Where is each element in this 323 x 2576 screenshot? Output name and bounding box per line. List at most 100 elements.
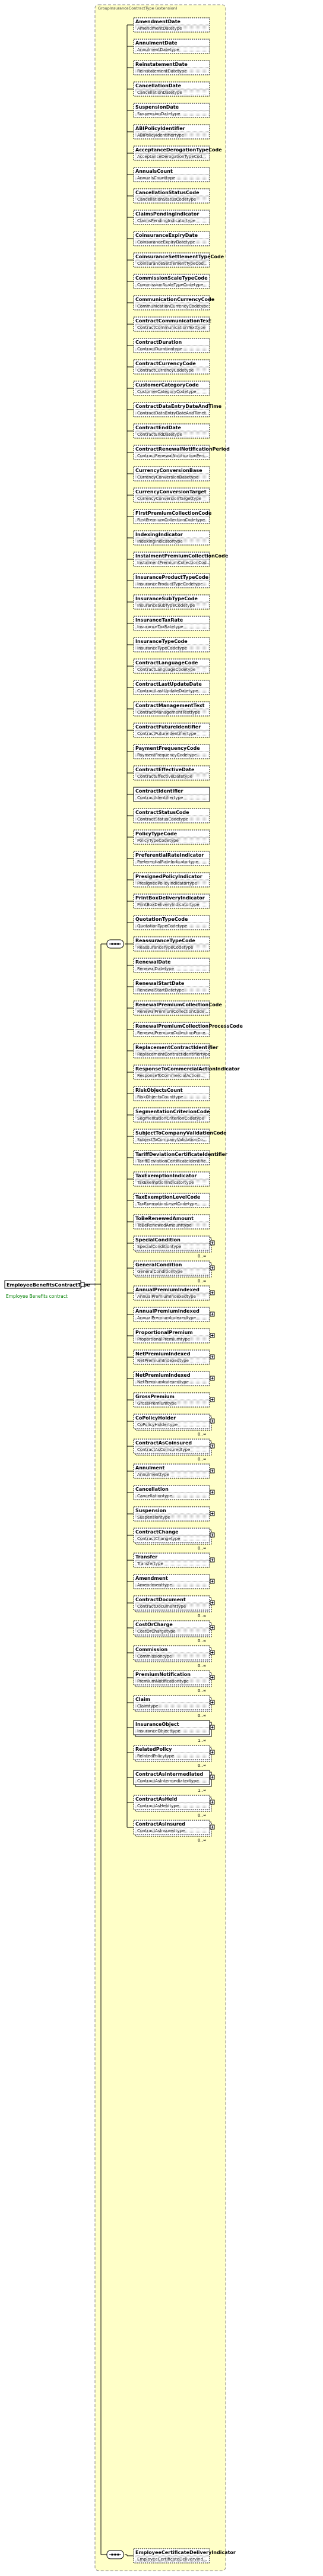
schema-element[interactable]: ContractEffectiveDateContractEffectiveDa… [127,765,210,781]
schema-element[interactable]: ContractAsInsuredContractAsInsuredtype0.… [127,1820,215,1843]
schema-element[interactable]: CustomerCategoryCodeCustomerCategoryCode… [127,381,210,396]
schema-element[interactable]: ContractCommunicationTextContractCommuni… [127,316,211,332]
schema-element[interactable]: CommunicationCurrencyCodeCommunicationCu… [127,295,215,310]
schema-element-type: InsuranceTaxRatetype [137,625,183,629]
schema-element[interactable]: ContractLastUpdateDateContractLastUpdate… [127,680,210,695]
schema-element[interactable]: ResponseToCommercialActionIndicatorRespo… [127,1064,240,1080]
schema-element[interactable]: CommissionScaleTypeCodeCommissionScaleTy… [127,274,210,289]
schema-element[interactable]: ABIPolicyIdentifierABIPolicyIdentifierty… [127,124,210,140]
schema-element[interactable]: TaxExemptionIndicatorTaxExemptionIndicat… [127,1171,210,1187]
schema-element-type: AnnualPremiumIndexedtype [137,1316,196,1320]
schema-element[interactable]: FirstPremiumCollectionCodeFirstPremiumCo… [127,509,212,524]
schema-element[interactable]: PremiumNotificationPremiumNotificationty… [127,1670,215,1693]
schema-element-type: Suspensiontype [137,1515,170,1520]
schema-element[interactable]: CurrencyConversionTargetCurrencyConversi… [127,487,210,503]
schema-element[interactable]: RenewalPremiumCollectionProcessCodeRenew… [127,1022,243,1037]
schema-element[interactable]: PaymentFrequencyCodePaymentFrequencyCode… [127,744,210,759]
schema-element[interactable]: ContractDataEntryDateAndTimeContractData… [127,402,222,417]
schema-element[interactable]: AcceptanceDerogationTypeCodeAcceptanceDe… [127,145,222,161]
schema-element[interactable]: PresignedPolicyIndicatorPresignedPolicyI… [127,872,210,888]
schema-element[interactable]: ContractAsIntermediatedContractAsInterme… [127,1770,215,1793]
schema-element[interactable]: ContractFutureIdentifierContractFutureId… [127,723,210,738]
schema-element[interactable]: ProportionalPremiumProportionalPremiumty… [127,1328,215,1344]
sequence-1-compositor-icon[interactable] [106,939,124,949]
schema-element[interactable]: InsuranceSubTypeCodeInsuranceSubTypeCode… [127,594,210,610]
schema-element[interactable]: SegmentationCriterionCodeSegmentationCri… [127,1107,210,1123]
schema-element-type-area [135,153,208,159]
schema-element[interactable]: PrintBoxDeliveryIndicatorPrintBoxDeliver… [127,893,210,909]
schema-element[interactable]: ContractLanguageCodeContractLanguageCode… [127,658,210,674]
schema-element[interactable]: ReassuranceTypeCodeReassuranceTypeCodety… [127,936,210,952]
schema-element-type-area [135,1072,208,1078]
schema-element[interactable]: CancellationStatusCodeCancellationStatus… [127,188,210,204]
schema-element[interactable]: RenewalPremiumCollectionCodeRenewalPremi… [127,1000,222,1016]
schema-element-name: InsuranceProductTypeCode [135,575,209,580]
schema-element[interactable]: EmployeeCertificateDeliveryIndicatorEmpl… [127,2548,236,2564]
schema-element[interactable]: TaxExemptionLevelCodeTaxExemptionLevelCo… [127,1193,210,1208]
compositor-dot [114,943,116,945]
schema-element[interactable]: ContractManagementTextContractManagement… [127,701,210,717]
schema-element-type-area [135,623,208,629]
schema-element[interactable]: ReplacementContractIdentifierReplacement… [127,1043,218,1059]
schema-element[interactable]: ClaimsPendingIndicatorClaimsPendingIndic… [127,210,210,225]
schema-element[interactable]: CoinsuranceExpiryDateCoinsuranceExpiryDa… [127,231,210,246]
schema-element[interactable]: AnnualPremiumIndexedAnnualPremiumIndexed… [127,1307,215,1322]
schema-element[interactable]: ContractAsCoinsuredContractAsCoinsuredty… [127,1438,215,1462]
schema-element[interactable]: AnnualPremiumIndexedAnnualPremiumIndexed… [127,1285,215,1301]
schema-element[interactable]: CoinsuranceSettlementTypeCodeCoinsurance… [127,252,224,268]
schema-element[interactable]: ContractRenewalNotificationPeriodContrac… [127,445,230,460]
schema-element[interactable]: ContractCurrencyCodeContractCurrencyCode… [127,359,210,375]
schema-element[interactable]: InsuranceProductTypeCodeInsuranceProduct… [127,573,210,588]
schema-element-name: CancellationStatusCode [135,190,200,195]
schema-element[interactable]: TariffDeviationCertificateIdentifierTari… [127,1150,227,1165]
schema-element-name: CommissionScaleTypeCode [135,275,208,281]
schema-element-type-area [135,666,208,672]
schema-element-type: Transfertype [137,1561,163,1566]
schema-element[interactable]: InstalmentPremiumCollectionCodeInstalmen… [127,552,229,567]
sequence-2-compositor-icon[interactable] [106,2550,124,2559]
root-element[interactable]: EmployeeBenefitsContractType Employee Be… [4,1280,90,1299]
schema-element[interactable]: SubjectToCompanyValidationCodeSubjectToC… [127,1129,227,1144]
schema-element[interactable]: PreferentialRateIndicatorPreferentialRat… [127,851,210,866]
schema-element-type-area [135,2556,208,2562]
schema-element[interactable]: CurrencyConversionBaseCurrencyConversion… [127,466,210,481]
